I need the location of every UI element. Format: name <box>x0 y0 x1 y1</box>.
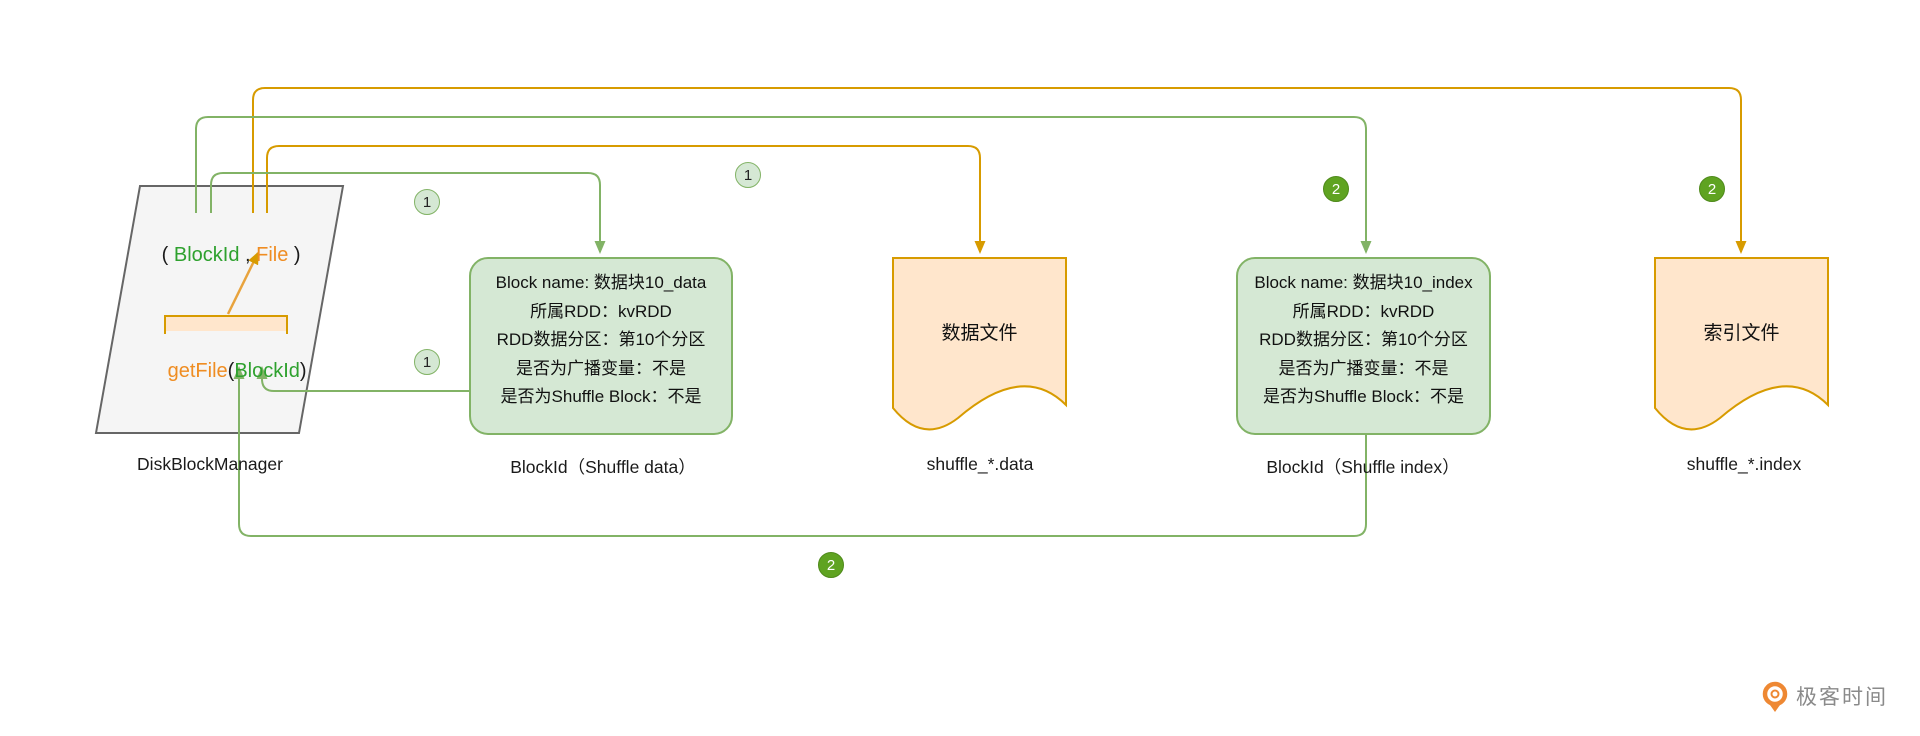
connector-shuffle-index-block-to-getfile <box>233 366 1367 537</box>
getfile-highlight-fill <box>165 316 287 331</box>
badge-step2-to-index-file: 2 <box>1699 176 1725 202</box>
block-line: RDD数据分区：第10个分区 <box>1259 330 1468 349</box>
getfile-highlight-bracket <box>164 315 288 334</box>
block-line: 所属RDD：kvRDD <box>530 301 672 321</box>
block-line: RDD数据分区：第10个分区 <box>496 330 706 349</box>
connector-file-to-data-file <box>266 145 986 254</box>
label-index-file: shuffle_*.index <box>1686 454 1802 474</box>
getfile-call: getFile(BlockId) <box>126 337 326 406</box>
shuffle-data-block-shape <box>469 257 733 435</box>
getfile-paren-close: ) <box>299 360 307 382</box>
block-line: 是否为Shuffle Block：不是 <box>500 387 702 406</box>
label-diskblockmanager: DiskBlockManager <box>137 454 283 474</box>
blockid-file-tuple: ( BlockId , File ) <box>120 221 320 290</box>
badge-step2-return: 2 <box>818 552 844 578</box>
getfile-paren-open: ( <box>227 360 235 382</box>
geektime-logo: 极客时间 <box>1760 680 1888 712</box>
badge-step1-return: 1 <box>414 349 440 375</box>
getfile-arg: BlockId <box>234 360 300 382</box>
connector-blockid-to-shuffle-index-block <box>195 116 1372 254</box>
index-file-shape <box>1654 257 1829 431</box>
tuple-comma: , <box>239 244 257 266</box>
block-line: 是否为广播变量：不是 <box>516 358 686 378</box>
tuple-file: File <box>256 244 289 266</box>
shuffle-index-block-text: Block name: 数据块10_index 所属RDD：kvRDD RDD数… <box>1237 269 1490 412</box>
block-line: 所属RDD：kvRDD <box>1292 301 1435 321</box>
block-line: 是否为Shuffle Block：不是 <box>1263 387 1464 406</box>
connector-blockid-to-shuffle-data-block <box>210 172 606 254</box>
data-file-text: 数据文件 <box>941 323 1018 344</box>
badge-step1-to-data-file: 1 <box>735 162 761 188</box>
shuffle-data-block-text: Block name: 数据块10_data 所属RDD：kvRDD RDD数据… <box>470 269 732 412</box>
tuple-blockid: BlockId <box>173 244 240 266</box>
tuple-paren-close: ) <box>288 244 301 266</box>
shuffle-index-block-shape <box>1236 257 1491 435</box>
geektime-logo-text: 极客时间 <box>1796 686 1888 709</box>
diskblockmanager-shape <box>94 185 345 434</box>
arrow-getfile-to-file <box>226 251 260 315</box>
badge-step2-to-index-block: 2 <box>1323 176 1349 202</box>
badge-step1-to-data-block: 1 <box>414 189 440 215</box>
connector-shuffle-data-block-to-getfile <box>256 366 470 392</box>
block-line: Block name: 数据块10_data <box>495 273 707 292</box>
index-file-text: 索引文件 <box>1703 323 1780 344</box>
data-file-shape <box>892 257 1067 431</box>
label-shuffle-data-block: BlockId（Shuffle data） <box>510 457 696 477</box>
block-line: Block name: 数据块10_index <box>1254 273 1473 292</box>
connector-file-to-index-file <box>252 87 1747 254</box>
getfile-name: getFile <box>167 360 228 382</box>
geektime-logo-icon <box>1762 681 1788 712</box>
block-line: 是否为广播变量：不是 <box>1278 358 1449 378</box>
label-shuffle-index-block: BlockId（Shuffle index） <box>1266 457 1460 477</box>
tuple-paren-open: ( <box>161 244 174 266</box>
label-data-file: shuffle_*.data <box>926 454 1034 474</box>
